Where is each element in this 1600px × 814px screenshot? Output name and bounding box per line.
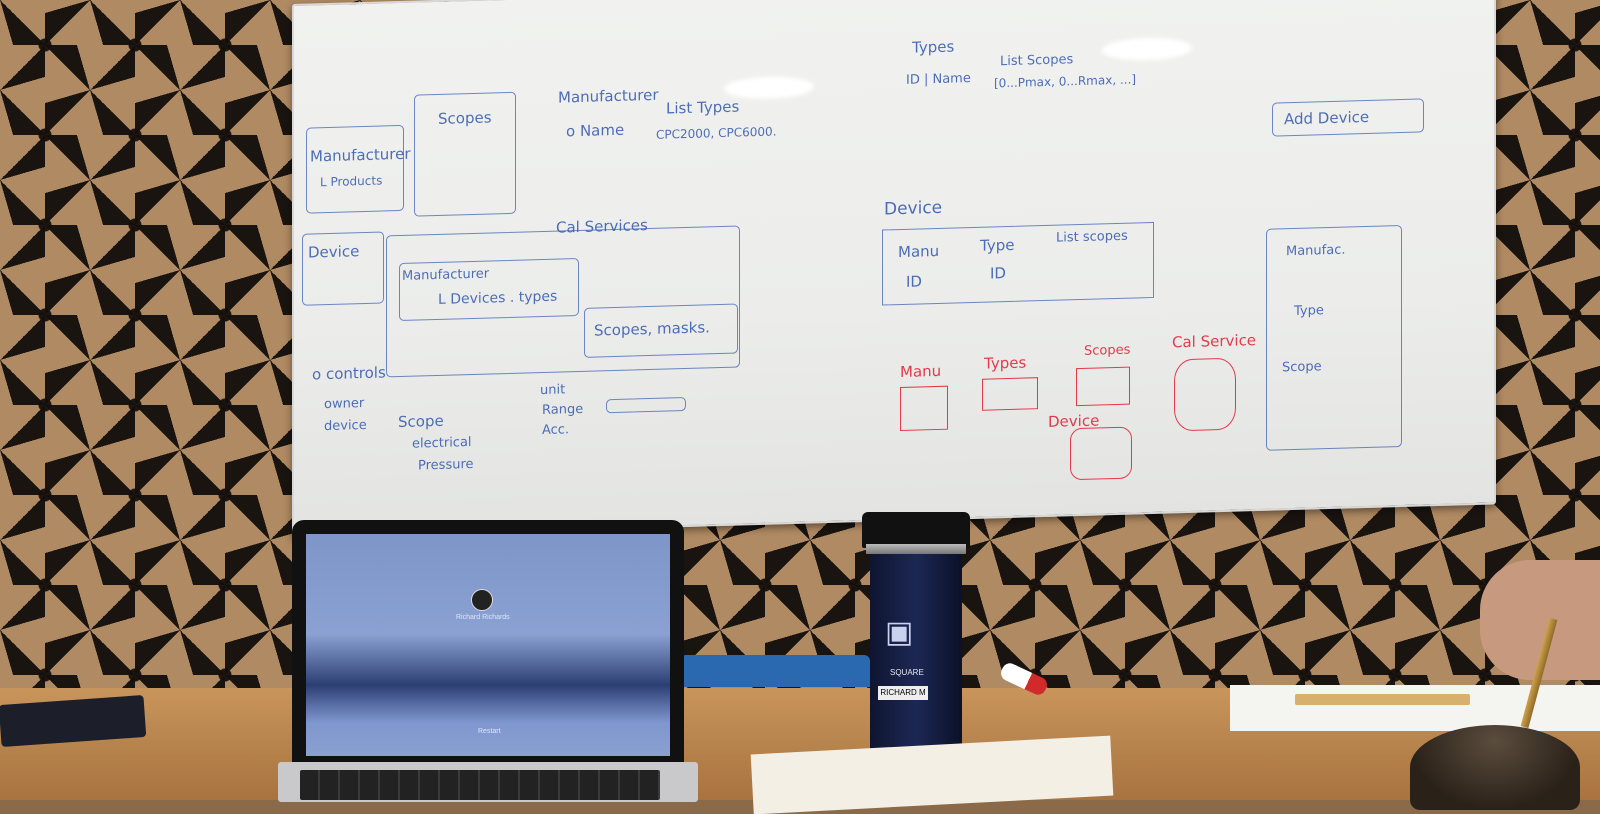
- scopes-red-box: [1076, 366, 1130, 407]
- whiteboard-red-note: Scopes: [1084, 342, 1131, 359]
- whiteboard-note: Cal Services: [556, 216, 648, 237]
- whiteboard-note: Pressure: [418, 456, 474, 474]
- manufacturer-entity-box: [306, 124, 404, 214]
- mug-ring: [866, 544, 966, 554]
- whiteboard-note: o controls: [312, 363, 386, 384]
- mug-lid: [862, 512, 970, 548]
- whiteboard-note: List Types: [666, 97, 740, 118]
- whiteboard-red-note: Device: [1048, 411, 1100, 431]
- types-red-box: [982, 377, 1038, 411]
- user-name-label: Richard Richards: [456, 614, 510, 621]
- whiteboard-note: L Products: [320, 173, 383, 190]
- whiteboard-note: Manufacturer: [310, 144, 411, 166]
- whiteboard-red-note: Types: [984, 353, 1027, 373]
- whiteboard-note: unit: [540, 382, 566, 399]
- login-screen: Richard Richards Restart: [306, 534, 670, 756]
- light-reflection: [1102, 36, 1192, 62]
- whiteboard-note: Device: [308, 242, 360, 262]
- device-red-box: [1070, 426, 1132, 481]
- mug-name-tag: RICHARD M: [878, 686, 928, 700]
- whiteboard-note: CPC2000, CPC6000.: [656, 124, 777, 142]
- light-reflection: [724, 75, 814, 100]
- restart-button[interactable]: Restart: [478, 728, 501, 735]
- whiteboard-note: Scope: [398, 411, 444, 432]
- whiteboard-note: Range: [542, 401, 584, 419]
- pencil: [1295, 694, 1470, 705]
- manu-red-box: [900, 385, 948, 432]
- keyboard: [300, 770, 660, 800]
- whiteboard-note: Device: [884, 197, 943, 220]
- whiteboard-red-note: Manu: [900, 361, 942, 382]
- form-sketch-box: [1266, 224, 1402, 451]
- whiteboard-note: o Name: [566, 120, 625, 141]
- clipboard-paper: [1230, 685, 1600, 731]
- whiteboard-note: Scopes, masks.: [594, 318, 710, 340]
- whiteboard-note: Acc.: [542, 422, 570, 439]
- whiteboard-note: List Scopes: [1000, 52, 1074, 70]
- device-table-sketch: [882, 221, 1154, 306]
- whiteboard-note: Manufacturer: [558, 85, 659, 107]
- whiteboard-note: [0...Pmax, 0...Rmax, ...]: [994, 72, 1137, 91]
- laptop: Richard Richards Restart: [292, 520, 684, 770]
- whiteboard-note: Manufacturer: [402, 266, 490, 284]
- whiteboard-note: electrical: [412, 434, 472, 452]
- mate-gourd: [1410, 725, 1580, 810]
- whiteboard-note: Scopes: [438, 108, 492, 128]
- whiteboard-note: Types: [912, 37, 955, 57]
- cal-service-red-box: [1174, 357, 1236, 432]
- mug-brand: SQUARE: [890, 668, 924, 677]
- add-device-box: [1272, 98, 1424, 137]
- whiteboard-red-note: Cal Service: [1172, 331, 1257, 352]
- travel-mug: [870, 520, 962, 760]
- blank-field-box: [606, 396, 686, 414]
- whiteboard-note: device: [324, 417, 367, 435]
- whiteboard: Manufacturer L Products Scopes Device Ma…: [292, 0, 1496, 538]
- whiteboard-note: owner: [324, 395, 365, 413]
- mug-logo-icon: ▣: [885, 616, 914, 649]
- blue-chair: [680, 655, 870, 687]
- user-avatar-icon[interactable]: [471, 589, 493, 611]
- whiteboard-note: ID | Name: [906, 71, 971, 88]
- whiteboard-note: L Devices . types: [438, 288, 558, 308]
